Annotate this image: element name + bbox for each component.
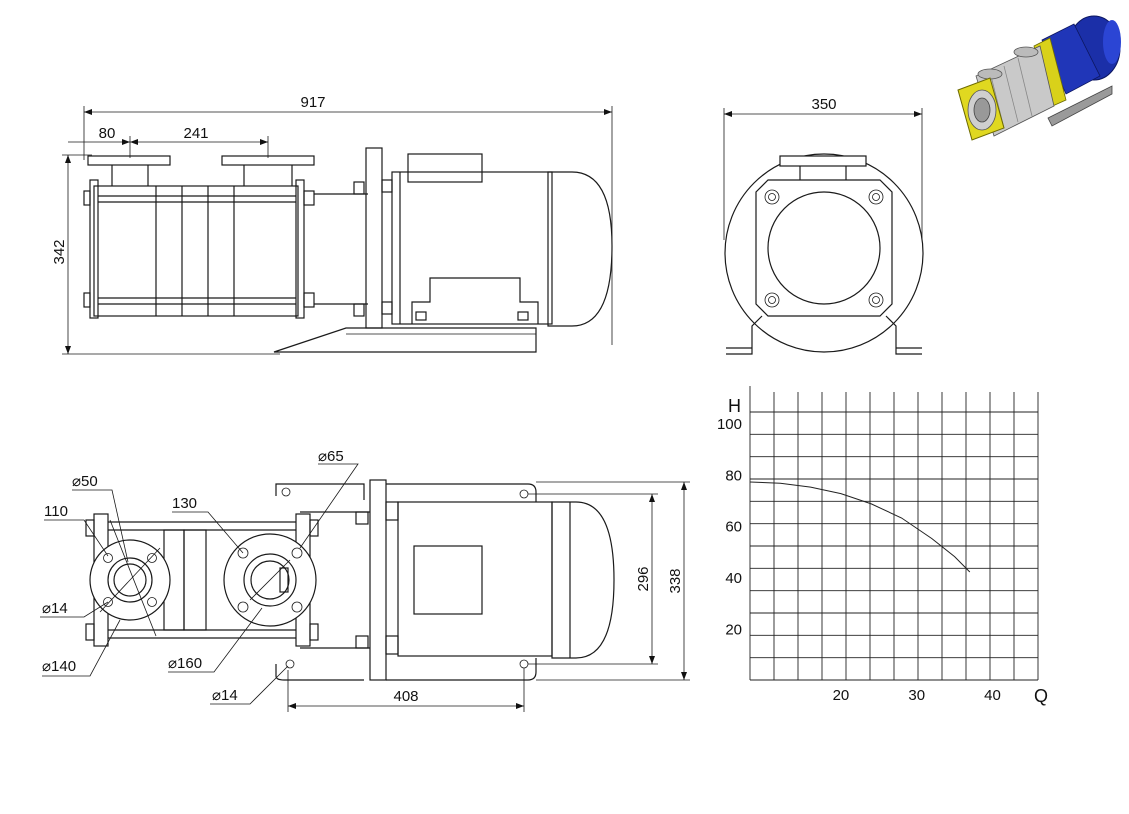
label-outlet-bore: ⌀65 [318, 448, 344, 465]
motor-body [391, 171, 553, 325]
fan-cover [547, 171, 613, 327]
dim-height: 342 [51, 239, 68, 264]
chart-y-tick-label: 80 [725, 467, 742, 484]
chart-y-tick-label: 100 [717, 416, 742, 433]
chart-x-tick-label: 30 [908, 687, 925, 704]
pump-3d-render [957, 15, 1121, 141]
label-outlet-flange-od: ⌀160 [168, 655, 202, 672]
front-view: 917 80 241 342 [51, 94, 613, 355]
top-flange [779, 155, 867, 167]
dim-flange-offset: 80 [99, 125, 116, 142]
motor-body-top [397, 501, 553, 657]
label-inlet-flange-od: ⌀140 [42, 658, 76, 675]
motor-outline [724, 153, 924, 353]
base-plate [273, 327, 537, 353]
performance-chart: 20 40 60 80 100 20 30 40 H Q [717, 386, 1048, 706]
chart-x-label: Q [1034, 686, 1048, 706]
chart-y-tick-label: 60 [725, 519, 742, 536]
pump-casing [755, 179, 893, 317]
label-inlet-bore: ⌀50 [72, 473, 98, 490]
dim-hole-spacing: 296 [635, 566, 652, 591]
chart-x-tick-label: 20 [833, 687, 850, 704]
dim-flange-spacing: 241 [183, 125, 208, 142]
label-inlet-hole: ⌀14 [42, 600, 68, 617]
chart-x-tick-label: 40 [984, 687, 1001, 704]
label-inlet-pcd: 110 [44, 503, 68, 520]
top-view: ⌀50 110 ⌀14 ⌀140 ⌀65 130 ⌀160 ⌀14 408 29… [40, 448, 690, 712]
dim-base-length: 408 [393, 688, 418, 705]
chart-y-tick-label: 20 [725, 622, 742, 639]
motor-flange [365, 147, 383, 329]
side-view: 350 [723, 96, 924, 355]
label-base-hole: ⌀14 [212, 687, 238, 704]
dim-base-width: 338 [667, 568, 684, 593]
label-outlet-pcd: 130 [172, 495, 197, 512]
chart-grid [750, 392, 1039, 680]
inlet-flange [87, 155, 171, 166]
chart-y-tick-label: 40 [725, 570, 742, 587]
pump-body [93, 185, 299, 317]
terminal-box-top [413, 545, 483, 615]
dim-width: 350 [811, 96, 836, 113]
outlet-flange [221, 155, 315, 166]
terminal-box [407, 153, 483, 183]
dim-overall-length: 917 [300, 94, 325, 111]
chart-series-line [749, 481, 971, 573]
chart-y-label: H [728, 396, 741, 416]
